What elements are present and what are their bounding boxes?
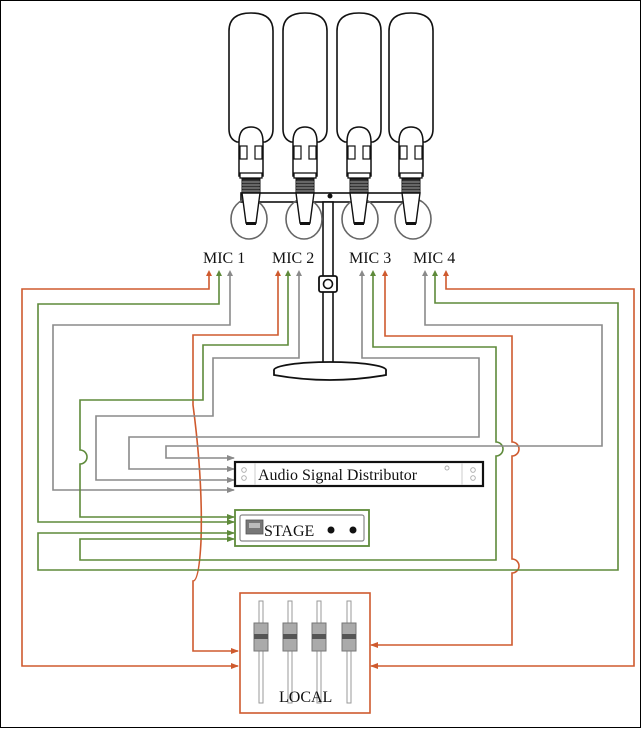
output-arrow-head: [227, 270, 233, 276]
fader-track: [287, 600, 293, 704]
output-arrow-head: [422, 270, 428, 276]
output-arrow-head: [275, 270, 281, 276]
mic-1-label: MIC 1: [203, 250, 245, 267]
mic2-green-wire: [79, 275, 289, 520]
fader-4[interactable]: [341, 600, 357, 704]
signal-wires: [21, 275, 635, 669]
output-arrow-head: [443, 270, 449, 276]
output-arrow-head: [432, 270, 438, 276]
mic-capsule: [388, 12, 434, 143]
mic-4-label: MIC 4: [413, 250, 455, 267]
microphone-4: [388, 12, 434, 240]
mic1-green-wire: [37, 275, 235, 525]
mic-2-label: MIC 2: [272, 250, 314, 267]
output-arrow-head: [285, 270, 291, 276]
output-arrow-head: [370, 270, 376, 276]
stage-box: STAGE: [234, 509, 370, 547]
microphone-1: [228, 12, 274, 240]
stage-jack-2: [349, 526, 357, 534]
mic4-gray-wire: [165, 275, 603, 461]
fader-1[interactable]: [253, 600, 269, 704]
microphone-3: [336, 12, 382, 240]
mic-output-arrows: [206, 270, 449, 276]
output-arrow-head: [359, 270, 365, 276]
fader-2[interactable]: [282, 600, 298, 704]
mic3-green-wire: [79, 275, 504, 561]
mic-capsule: [336, 12, 382, 143]
mixer-faders: [253, 600, 357, 704]
stage-label: STAGE: [264, 523, 314, 540]
output-arrow-head: [296, 270, 302, 276]
mic4-green-wire: [37, 275, 619, 571]
mic3-gray-wire: [128, 275, 480, 472]
audio-signal-distributor: Audio Signal Distributor: [233, 460, 485, 488]
mic-3-label: MIC 3: [349, 250, 391, 267]
local-label: LOCAL: [279, 689, 332, 706]
mic-capsule: [228, 12, 274, 143]
mic2-gray-wire: [95, 275, 300, 483]
output-arrow-head: [216, 270, 222, 276]
mic4-orange-wire: [370, 275, 635, 669]
local-mixer: LOCAL: [239, 592, 371, 714]
microphones: [228, 12, 434, 240]
mic-capsule: [282, 12, 328, 143]
output-arrow-head: [382, 270, 388, 276]
distributor-label: Audio Signal Distributor: [258, 467, 418, 484]
stage-jack-1: [327, 526, 335, 534]
output-arrow-head: [206, 270, 212, 276]
mic1-gray-wire: [52, 275, 235, 493]
fader-track: [258, 600, 264, 704]
crossbar-screw: [327, 193, 333, 199]
fader-3[interactable]: [311, 600, 327, 704]
fader-track: [316, 600, 322, 704]
mic1-orange-wire: [21, 275, 239, 669]
mic3-orange-wire: [370, 275, 520, 648]
mic-stand: [240, 192, 417, 381]
fader-track: [346, 600, 352, 704]
microphone-2: [282, 12, 328, 240]
